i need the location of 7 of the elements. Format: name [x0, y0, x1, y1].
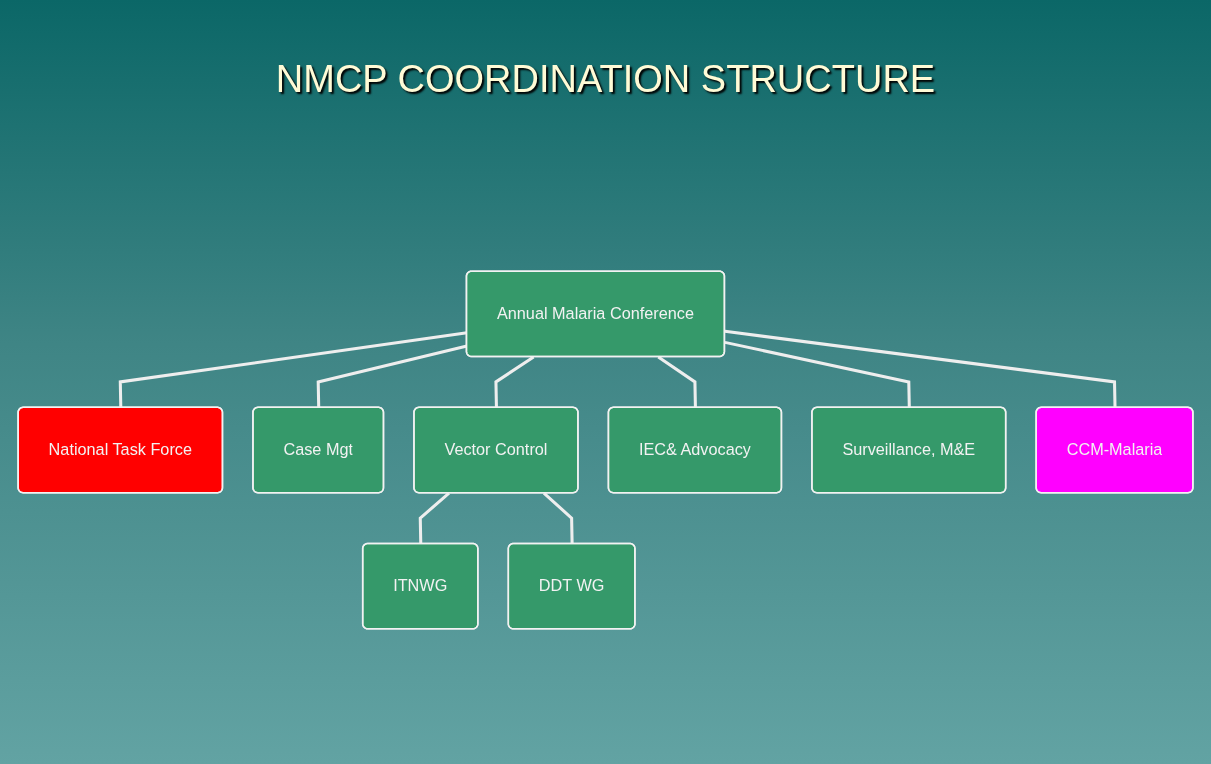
connector: [494, 355, 535, 408]
connector: [657, 355, 697, 408]
connector: [724, 340, 911, 408]
connector: [724, 329, 1117, 408]
connector: [418, 492, 450, 544]
connector: [542, 492, 574, 544]
title: NMCP COORDINATION STRUCTURE: [274, 58, 937, 101]
